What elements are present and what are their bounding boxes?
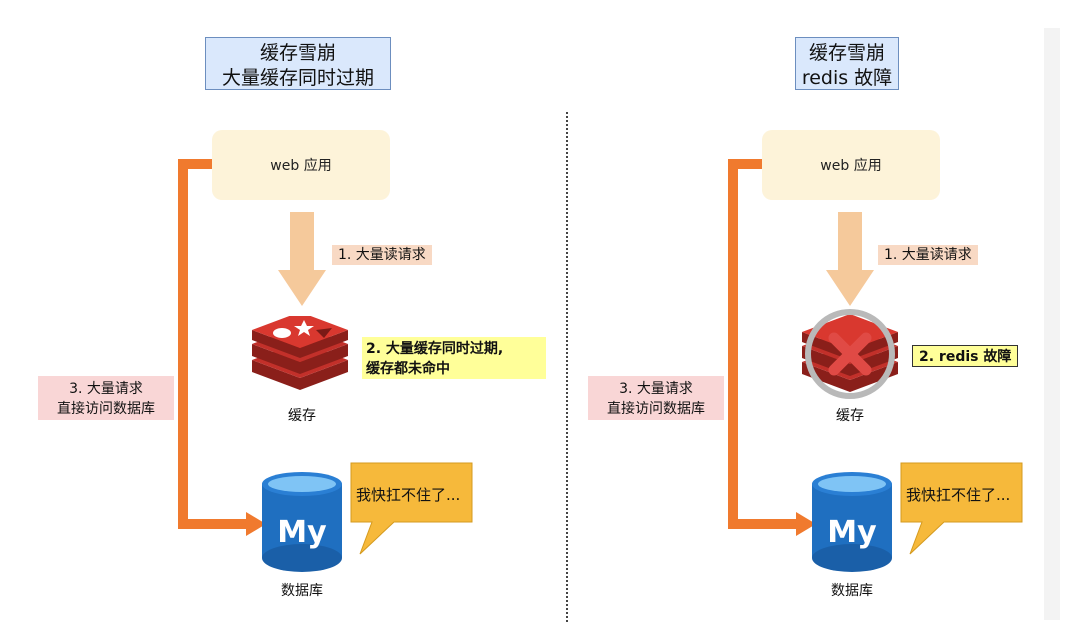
left-speech-bubble <box>350 462 473 555</box>
right-db-caption: 数据库 <box>831 583 873 599</box>
right-title-line2: redis 故障 <box>801 67 893 89</box>
left-step3-label: 3. 大量请求 直接访问数据库 <box>38 376 174 420</box>
left-title-line1: 缓存雪崩 <box>259 42 336 64</box>
left-step1-label: 1. 大量读请求 <box>332 245 432 265</box>
left-cache-caption: 缓存 <box>288 408 316 424</box>
center-divider <box>566 112 568 622</box>
left-bubble-text: 我快扛不住了... <box>356 486 461 504</box>
left-web-app-label: web 应用 <box>270 158 332 174</box>
left-step3-line1: 3. 大量请求 <box>69 381 143 397</box>
right-database-icon: My <box>812 472 892 572</box>
left-panel: 缓存雪崩 大量缓存同时过期 web 应用 1. 大量读请求 2. 大量缓存同时过… <box>38 37 546 599</box>
left-step2-label: 2. 大量缓存同时过期, 缓存都未命中 <box>362 337 546 379</box>
right-edge-strip <box>1044 28 1060 620</box>
right-web-app-label: web 应用 <box>820 158 882 174</box>
right-speech-bubble <box>900 462 1023 555</box>
right-title-line1: 缓存雪崩 <box>808 42 885 64</box>
right-web-app-box: web 应用 <box>762 130 940 200</box>
right-step1-label: 1. 大量读请求 <box>878 245 978 265</box>
left-read-arrow <box>278 212 326 306</box>
left-step2-line1: 2. 大量缓存同时过期, <box>366 341 504 357</box>
right-cache-caption: 缓存 <box>836 408 864 424</box>
right-step3-line1: 3. 大量请求 <box>619 381 693 397</box>
left-db-request-arrow <box>178 159 266 536</box>
right-step3-line2: 直接访问数据库 <box>607 401 705 417</box>
right-step2-label: 2. redis 故障 <box>912 345 1019 367</box>
right-db-request-arrow <box>728 159 816 536</box>
left-title-line2: 大量缓存同时过期 <box>221 67 374 89</box>
left-redis-icon <box>252 316 348 390</box>
left-step2-line2: 缓存都未命中 <box>366 361 450 377</box>
left-database-icon: My <box>262 472 342 572</box>
left-web-app-box: web 应用 <box>212 130 390 200</box>
left-step3-line2: 直接访问数据库 <box>57 401 155 417</box>
right-read-arrow <box>826 212 874 306</box>
left-title: 缓存雪崩 大量缓存同时过期 <box>205 37 391 90</box>
right-step3-label: 3. 大量请求 直接访问数据库 <box>588 376 724 420</box>
right-bubble-text: 我快扛不住了... <box>906 486 1011 504</box>
right-title: 缓存雪崩 redis 故障 <box>795 37 899 90</box>
right-db-logo-text: My <box>827 515 877 550</box>
left-db-logo-text: My <box>277 515 327 550</box>
left-db-caption: 数据库 <box>281 583 323 599</box>
right-redis-failed-icon <box>802 309 898 399</box>
